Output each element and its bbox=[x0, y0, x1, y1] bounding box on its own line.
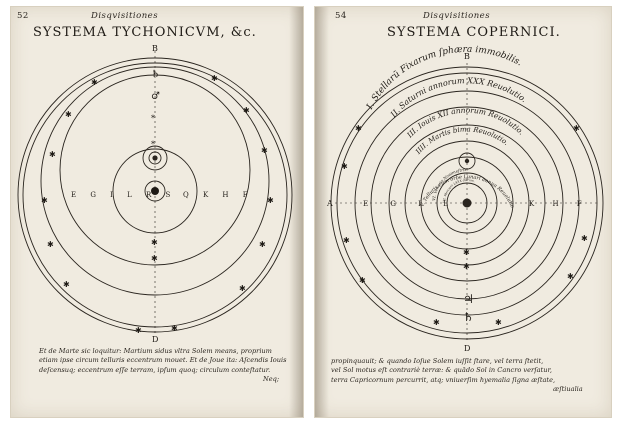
svg-text:✱: ✱ bbox=[243, 106, 250, 115]
svg-text:*: * bbox=[151, 140, 155, 149]
page-title: SYSTEMA TYCHONICVM, &c. bbox=[33, 25, 257, 40]
svg-text:✱: ✱ bbox=[41, 196, 48, 205]
axis-left-letters: E G I L bbox=[363, 200, 458, 208]
page-gutter-shadow bbox=[289, 7, 303, 417]
svg-text:✱: ✱ bbox=[359, 276, 366, 285]
page-number: 54 bbox=[335, 11, 347, 21]
svg-text:✱: ✱ bbox=[91, 78, 98, 87]
svg-text:III. Iouis XII annorum Reuolut: III. Iouis XII annorum Reuolutio. bbox=[404, 106, 525, 140]
svg-text:I. Stellarū Fixarum ſphæra imm: I. Stellarū Fixarum ſphæra immobilis. bbox=[365, 45, 524, 112]
caption-line: deſcensuq; eccentrum eſſe terram, ipſum … bbox=[39, 365, 271, 374]
caption-line: terra Capricornum percurrit, atq; vniuer… bbox=[331, 375, 556, 384]
svg-text:✱: ✱ bbox=[581, 234, 588, 243]
axis-left-letters: E G I L R S bbox=[71, 191, 176, 199]
axis-right-letters: Q K H F bbox=[183, 191, 254, 199]
svg-text:✱: ✱ bbox=[49, 150, 56, 159]
svg-text:✱: ✱ bbox=[47, 240, 54, 249]
caption-line: Et de Marte sic loquitur: Martium sidus … bbox=[39, 347, 272, 355]
page-number: 52 bbox=[17, 11, 29, 21]
caption-block: Et de Marte sic loquitur: Martium sidus … bbox=[39, 347, 289, 375]
right-book-page: 54 Disqvisitiones SYSTEMA COPERNICI. bbox=[314, 6, 612, 418]
svg-text:✱: ✱ bbox=[341, 162, 348, 171]
svg-text:✱: ✱ bbox=[567, 272, 574, 281]
catchword: Neq; bbox=[263, 375, 280, 383]
catchword: æſtiualia bbox=[553, 385, 583, 393]
svg-text:✱: ✱ bbox=[463, 248, 470, 257]
axis-right-letters: K H F bbox=[529, 200, 590, 208]
ring-label: III. Iouis XII annorum Reuolutio. bbox=[404, 106, 525, 140]
earth-icon bbox=[151, 187, 159, 195]
svg-text:✱: ✱ bbox=[135, 326, 142, 335]
svg-text:✱: ✱ bbox=[495, 318, 502, 327]
svg-text:✱: ✱ bbox=[343, 236, 350, 245]
svg-text:VI. Veneris Nonimeſtris.: VI. Veneris Nonimeſtris. bbox=[431, 167, 468, 201]
bottom-letter: D bbox=[152, 335, 158, 344]
left-book-page: 52 Disqvisitiones SYSTEMA TYCHONICVM, &c… bbox=[10, 6, 304, 418]
svg-text:✱: ✱ bbox=[151, 238, 158, 247]
caption-line: vel Sol motus eſt contrariè terræ: & quā… bbox=[331, 366, 552, 375]
svg-text:✱: ✱ bbox=[261, 146, 268, 155]
sun-icon bbox=[152, 155, 158, 161]
page-title: SYSTEMA COPERNICI. bbox=[387, 25, 561, 40]
caption-block: propinquauit; & quando Ioſue Solem iuſſi… bbox=[331, 357, 601, 385]
svg-text:✱: ✱ bbox=[171, 324, 178, 333]
caption-line: etiam ipse circum telluris eccentrum mou… bbox=[39, 356, 287, 365]
svg-text:♄: ♄ bbox=[151, 69, 160, 80]
svg-text:✱: ✱ bbox=[267, 196, 274, 205]
running-head: Disqvisitiones bbox=[423, 11, 491, 21]
left-letter: A bbox=[326, 199, 333, 208]
svg-text:✱: ✱ bbox=[355, 124, 362, 133]
caption-line: propinquauit; & quando Ioſue Solem iuſſi… bbox=[331, 357, 544, 365]
copernican-diagram: ✱ ✱ ✱ ✱ ✱ ✱ ✱ ✱ ✱ ✱ ✱ ♃ ♄ I. Stellarū Fi… bbox=[315, 7, 604, 353]
tychonic-diagram: ✱ ✱ ✱ ✱ ✱ ✱ ✱ ✱ ✱ ✱ ✱ ✱ ✱ ✱ ✱ ✱ ♄ ♂ * * … bbox=[17, 44, 293, 344]
top-letter: B bbox=[464, 52, 470, 61]
svg-text:♄: ♄ bbox=[463, 310, 474, 324]
svg-text:✱: ✱ bbox=[573, 124, 580, 133]
page-gutter-shadow bbox=[315, 7, 329, 417]
svg-text:✱: ✱ bbox=[151, 254, 158, 263]
sun-icon bbox=[462, 198, 472, 208]
bottom-letter: D bbox=[464, 344, 470, 353]
svg-text:✱: ✱ bbox=[433, 318, 440, 327]
svg-text:✱: ✱ bbox=[211, 74, 218, 83]
svg-text:*: * bbox=[151, 114, 155, 123]
ring-label: I. Stellarū Fixarum ſphæra immobilis. bbox=[365, 45, 524, 112]
top-letter: B bbox=[152, 44, 158, 53]
svg-text:✱: ✱ bbox=[65, 110, 72, 119]
svg-text:✱: ✱ bbox=[239, 284, 246, 293]
svg-text:♂: ♂ bbox=[151, 91, 160, 102]
svg-text:✱: ✱ bbox=[463, 262, 470, 271]
earth-icon bbox=[464, 158, 470, 164]
ring-label: VI. Veneris Nonimeſtris. bbox=[431, 167, 468, 201]
svg-text:♃: ♃ bbox=[463, 292, 474, 306]
svg-text:✱: ✱ bbox=[63, 280, 70, 289]
svg-text:✱: ✱ bbox=[259, 240, 266, 249]
running-head: Disqvisitiones bbox=[91, 11, 159, 21]
